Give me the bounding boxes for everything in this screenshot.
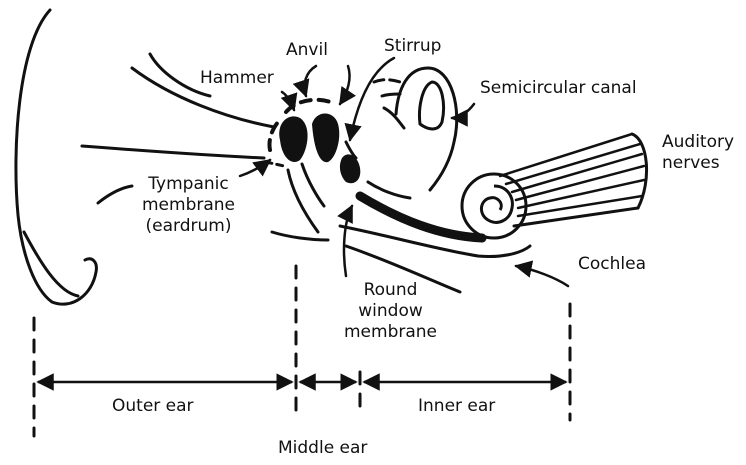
label-semicircular-canal: Semicircular canal (480, 78, 637, 99)
label-anvil: Anvil (286, 40, 328, 61)
pointer-anvil-2 (340, 66, 350, 104)
auditory-nerve-bundle (500, 134, 647, 226)
label-auditory-nerves-line2: nerves (662, 153, 734, 174)
label-stirrup: Stirrup (384, 36, 441, 57)
label-tympanic-membrane: Tympanic membrane (eardrum) (142, 174, 235, 237)
ossicles (279, 114, 360, 184)
pointer-tympanic (240, 160, 270, 176)
label-auditory-nerves-line1: Auditory (662, 132, 734, 153)
hammer-bone (279, 116, 307, 162)
label-auditory-nerves: Auditory nerves (662, 132, 734, 174)
label-hammer: Hammer (200, 68, 274, 89)
cochlea-spiral (462, 174, 526, 238)
label-middle-ear: Middle ear (278, 438, 367, 459)
label-round-window-line3: membrane (344, 322, 437, 343)
label-round-window-membrane: Round window membrane (344, 280, 437, 343)
semicircular-canal-shape (374, 68, 457, 190)
label-inner-ear: Inner ear (418, 396, 495, 417)
tympanic-membrane-shape (266, 162, 324, 232)
label-round-window-line2: window (344, 301, 437, 322)
pinna-outline (16, 10, 96, 304)
label-tympanic-line3: (eardrum) (142, 216, 235, 237)
pointer-anvil (304, 66, 316, 96)
label-tympanic-line2: membrane (142, 195, 235, 216)
pointer-stirrup (350, 58, 394, 140)
label-outer-ear: Outer ear (112, 396, 194, 417)
pointer-round-window (344, 206, 352, 276)
anvil-bone (312, 114, 339, 163)
label-tympanic-line1: Tympanic (142, 174, 235, 195)
pointer-cochlea (516, 266, 568, 286)
label-round-window-line1: Round (344, 280, 437, 301)
label-cochlea: Cochlea (578, 254, 646, 275)
